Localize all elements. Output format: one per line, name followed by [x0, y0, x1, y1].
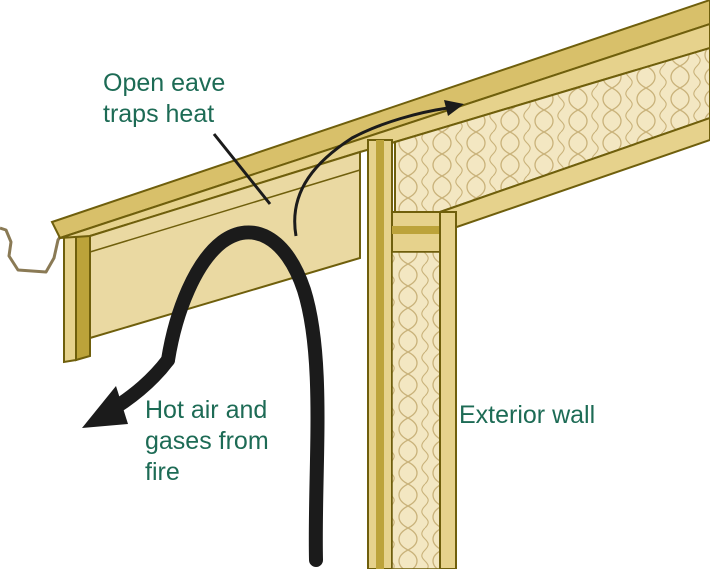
arrow-icon [293, 106, 449, 237]
open-eave-label-line1: Open eave [103, 69, 226, 97]
heat-flow-arrow [293, 100, 464, 237]
exterior-wall-label: Exterior wall [459, 401, 596, 429]
hot-air-label-line2: gases from [145, 427, 269, 455]
open-eave-label-line2: traps heat [103, 100, 215, 128]
hot-air-arrow [82, 225, 325, 567]
exterior-wall [367, 139, 457, 569]
gutter-icon [0, 226, 64, 274]
eave-label-leader [212, 133, 272, 205]
open-eave-label: Open eave traps heat [103, 68, 225, 130]
wall-insulation [391, 251, 441, 569]
fascia-board [63, 224, 91, 364]
hot-air-label: Hot air and gases from fire [145, 395, 269, 488]
arrow-icon [161, 225, 325, 567]
hot-air-label-line3: fire [145, 458, 180, 486]
hot-air-label-line1: Hot air and [145, 396, 268, 424]
